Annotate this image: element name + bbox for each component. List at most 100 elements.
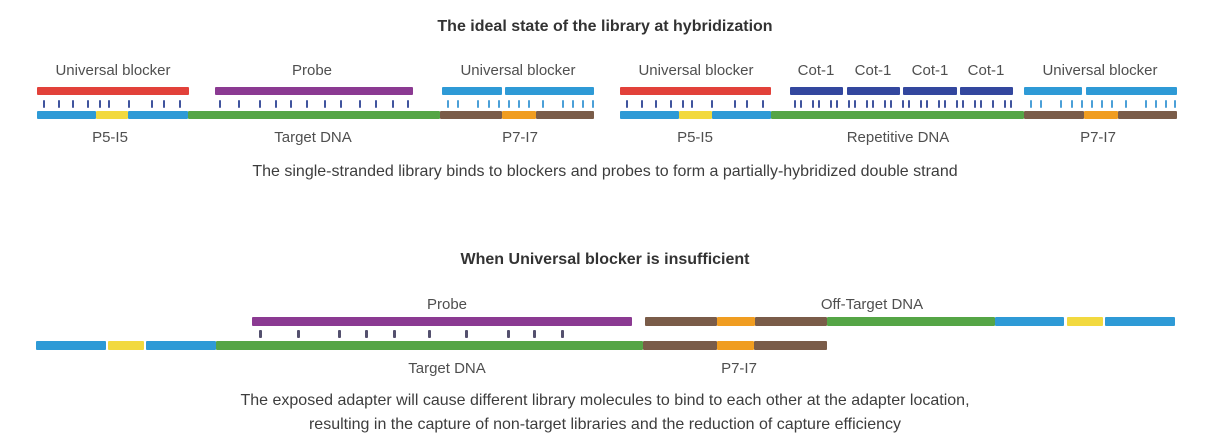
p5-i5-label-1: P5-I5 xyxy=(92,129,128,146)
ticks-cot1-tick xyxy=(1004,100,1006,108)
bottom-caption-line1: The exposed adapter will cause different… xyxy=(240,392,970,409)
ticks-cot1-tick xyxy=(1010,100,1012,108)
ticks-blocker-red-1-tick xyxy=(72,100,74,108)
cot1-bar-4 xyxy=(960,87,1013,95)
ticks-blocker-blue-1-tick xyxy=(518,100,520,108)
strand2-p5-yellow xyxy=(679,111,712,119)
strand1-p7-brown-b xyxy=(536,111,594,119)
ticks-probe-2-tick xyxy=(533,330,536,338)
ticks-probe-1-tick xyxy=(392,100,394,108)
universal-blocker-bar-blue-1b xyxy=(505,87,594,95)
strand2-p7-brown-b xyxy=(1118,111,1177,119)
ticks-blocker-blue-1-tick xyxy=(572,100,574,108)
universal-blocker-label-right-2: Universal blocker xyxy=(1042,62,1158,79)
top-section-caption: The single-stranded library binds to blo… xyxy=(252,163,958,180)
strand1-p5-blue-b xyxy=(128,111,188,119)
ticks-probe-1-tick xyxy=(375,100,377,108)
ticks-cot1-tick xyxy=(836,100,838,108)
ticks-blocker-red-1-tick xyxy=(43,100,45,108)
ticks-blocker-blue-1-tick xyxy=(582,100,584,108)
ticks-blocker-blue-2-tick xyxy=(1071,100,1073,108)
ticks-probe-1-tick xyxy=(359,100,361,108)
ticks-blocker-blue-1-tick xyxy=(447,100,449,108)
ticks-cot1-tick xyxy=(902,100,904,108)
universal-blocker-bar-blue-2b xyxy=(1086,87,1177,95)
ticks-blocker-red-1-tick xyxy=(128,100,130,108)
cot1-label-4: Cot-1 xyxy=(967,62,1005,79)
offtarget-yellow xyxy=(1067,317,1103,326)
ticks-blocker-red-2-tick xyxy=(670,100,672,108)
ticks-blocker-blue-2-tick xyxy=(1165,100,1167,108)
ticks-blocker-red-2-tick xyxy=(626,100,628,108)
universal-blocker-bar-red-1 xyxy=(37,87,189,95)
cot1-bar-3 xyxy=(903,87,957,95)
ticks-cot1-tick xyxy=(866,100,868,108)
ticks-probe-1-tick xyxy=(340,100,342,108)
ticks-probe-1-tick xyxy=(324,100,326,108)
universal-blocker-label-right-1: Universal blocker xyxy=(460,62,576,79)
strand2-p5-blue-b xyxy=(712,111,771,119)
ticks-blocker-blue-2-tick xyxy=(1081,100,1083,108)
offtarget-green xyxy=(827,317,995,326)
ticks-cot1-tick xyxy=(830,100,832,108)
offtarget-blue-b xyxy=(1105,317,1175,326)
ticks-probe-2-tick xyxy=(297,330,300,338)
strand3-p5-yellow xyxy=(108,341,144,350)
ticks-cot1-tick xyxy=(890,100,892,108)
cot1-bar-2 xyxy=(847,87,900,95)
ticks-probe-2-tick xyxy=(465,330,468,338)
ticks-cot1-tick xyxy=(974,100,976,108)
ticks-blocker-blue-1-tick xyxy=(477,100,479,108)
offtarget-blue-a xyxy=(995,317,1064,326)
top-section-title: The ideal state of the library at hybrid… xyxy=(437,18,773,35)
ticks-blocker-blue-2-tick xyxy=(1060,100,1062,108)
ticks-blocker-blue-1-tick xyxy=(488,100,490,108)
ticks-cot1-tick xyxy=(884,100,886,108)
ticks-probe-1-tick xyxy=(219,100,221,108)
strand2-p5-blue-a xyxy=(620,111,679,119)
ticks-probe-1-tick xyxy=(275,100,277,108)
strand3-p7-brown-a xyxy=(643,341,717,350)
ticks-probe-2-tick xyxy=(507,330,510,338)
p7-i7-label-2: P7-I7 xyxy=(1080,129,1116,146)
ticks-probe-2-tick xyxy=(428,330,431,338)
ticks-cot1-tick xyxy=(794,100,796,108)
strand3-p5-blue-a xyxy=(36,341,106,350)
ticks-cot1-tick xyxy=(920,100,922,108)
ticks-cot1-tick xyxy=(854,100,856,108)
ticks-cot1-tick xyxy=(992,100,994,108)
strand3-p5-blue-b xyxy=(146,341,216,350)
ticks-blocker-blue-1-tick xyxy=(498,100,500,108)
ticks-blocker-blue-2-tick xyxy=(1091,100,1093,108)
cot1-label-2: Cot-1 xyxy=(854,62,892,79)
bottom-section-title: When Universal blocker is insufficient xyxy=(460,251,750,268)
bottom-caption-line2: resulting in the capture of non-target l… xyxy=(308,416,902,433)
strand3-target-green xyxy=(216,341,643,350)
ticks-blocker-red-2-tick xyxy=(655,100,657,108)
ticks-blocker-blue-2-tick xyxy=(1040,100,1042,108)
strand2-repetitive-green xyxy=(771,111,1024,119)
ticks-probe-2-tick xyxy=(393,330,396,338)
universal-blocker-label-left-1: Universal blocker xyxy=(55,62,171,79)
repetitive-dna-label: Repetitive DNA xyxy=(846,129,950,146)
ticks-probe-2-tick xyxy=(365,330,368,338)
strand3-p7-orange xyxy=(717,341,754,350)
probe-label-2: Probe xyxy=(426,296,468,313)
universal-blocker-bar-blue-1a xyxy=(442,87,502,95)
ticks-cot1-tick xyxy=(848,100,850,108)
ticks-blocker-red-1-tick xyxy=(99,100,101,108)
ticks-blocker-blue-2-tick xyxy=(1101,100,1103,108)
cot1-label-1: Cot-1 xyxy=(797,62,835,79)
ticks-probe-1-tick xyxy=(407,100,409,108)
ticks-cot1-tick xyxy=(956,100,958,108)
strand1-p7-brown-a xyxy=(440,111,502,119)
ticks-blocker-blue-1-tick xyxy=(562,100,564,108)
ticks-probe-1-tick xyxy=(290,100,292,108)
ticks-cot1-tick xyxy=(980,100,982,108)
ticks-blocker-blue-1-tick xyxy=(508,100,510,108)
ticks-blocker-red-1-tick xyxy=(108,100,110,108)
ticks-probe-2-tick xyxy=(561,330,564,338)
strand1-p5-yellow xyxy=(96,111,128,119)
strand3-p7-brown-b xyxy=(754,341,827,350)
